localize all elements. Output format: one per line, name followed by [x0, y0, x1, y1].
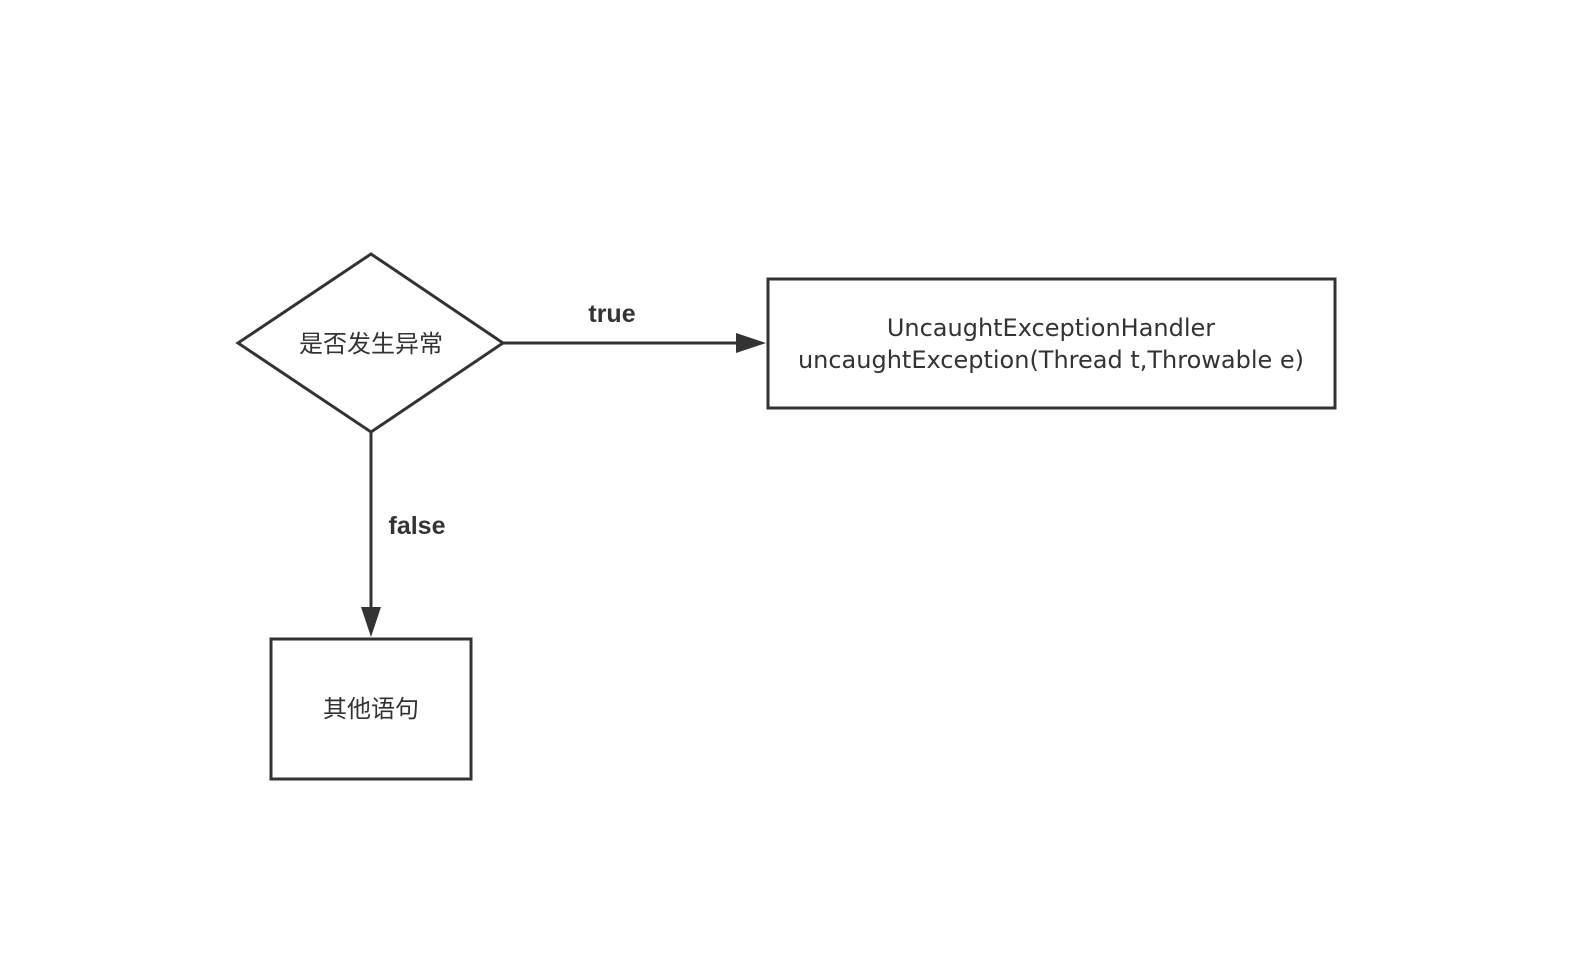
handler-box — [766, 277, 1337, 410]
false-edge: false — [361, 432, 446, 637]
handler-label-line1: UncaughtExceptionHandler — [887, 314, 1215, 342]
handler-label-line2: uncaughtException(Thread t,Throwable e) — [798, 346, 1304, 374]
other-box — [269, 637, 473, 781]
other-node: 其他语句 — [269, 637, 473, 781]
decision-label: 是否发生异常 — [299, 330, 443, 358]
true-edge: true — [503, 300, 766, 353]
decision-node: 是否发生异常 — [235, 252, 506, 434]
other-label: 其他语句 — [323, 695, 419, 723]
false-edge-label: false — [389, 512, 446, 540]
false-edge-arrowhead — [361, 607, 381, 637]
true-edge-arrowhead — [736, 333, 766, 353]
true-edge-label: true — [588, 300, 635, 328]
handler-node: UncaughtExceptionHandler uncaughtExcepti… — [766, 277, 1337, 410]
